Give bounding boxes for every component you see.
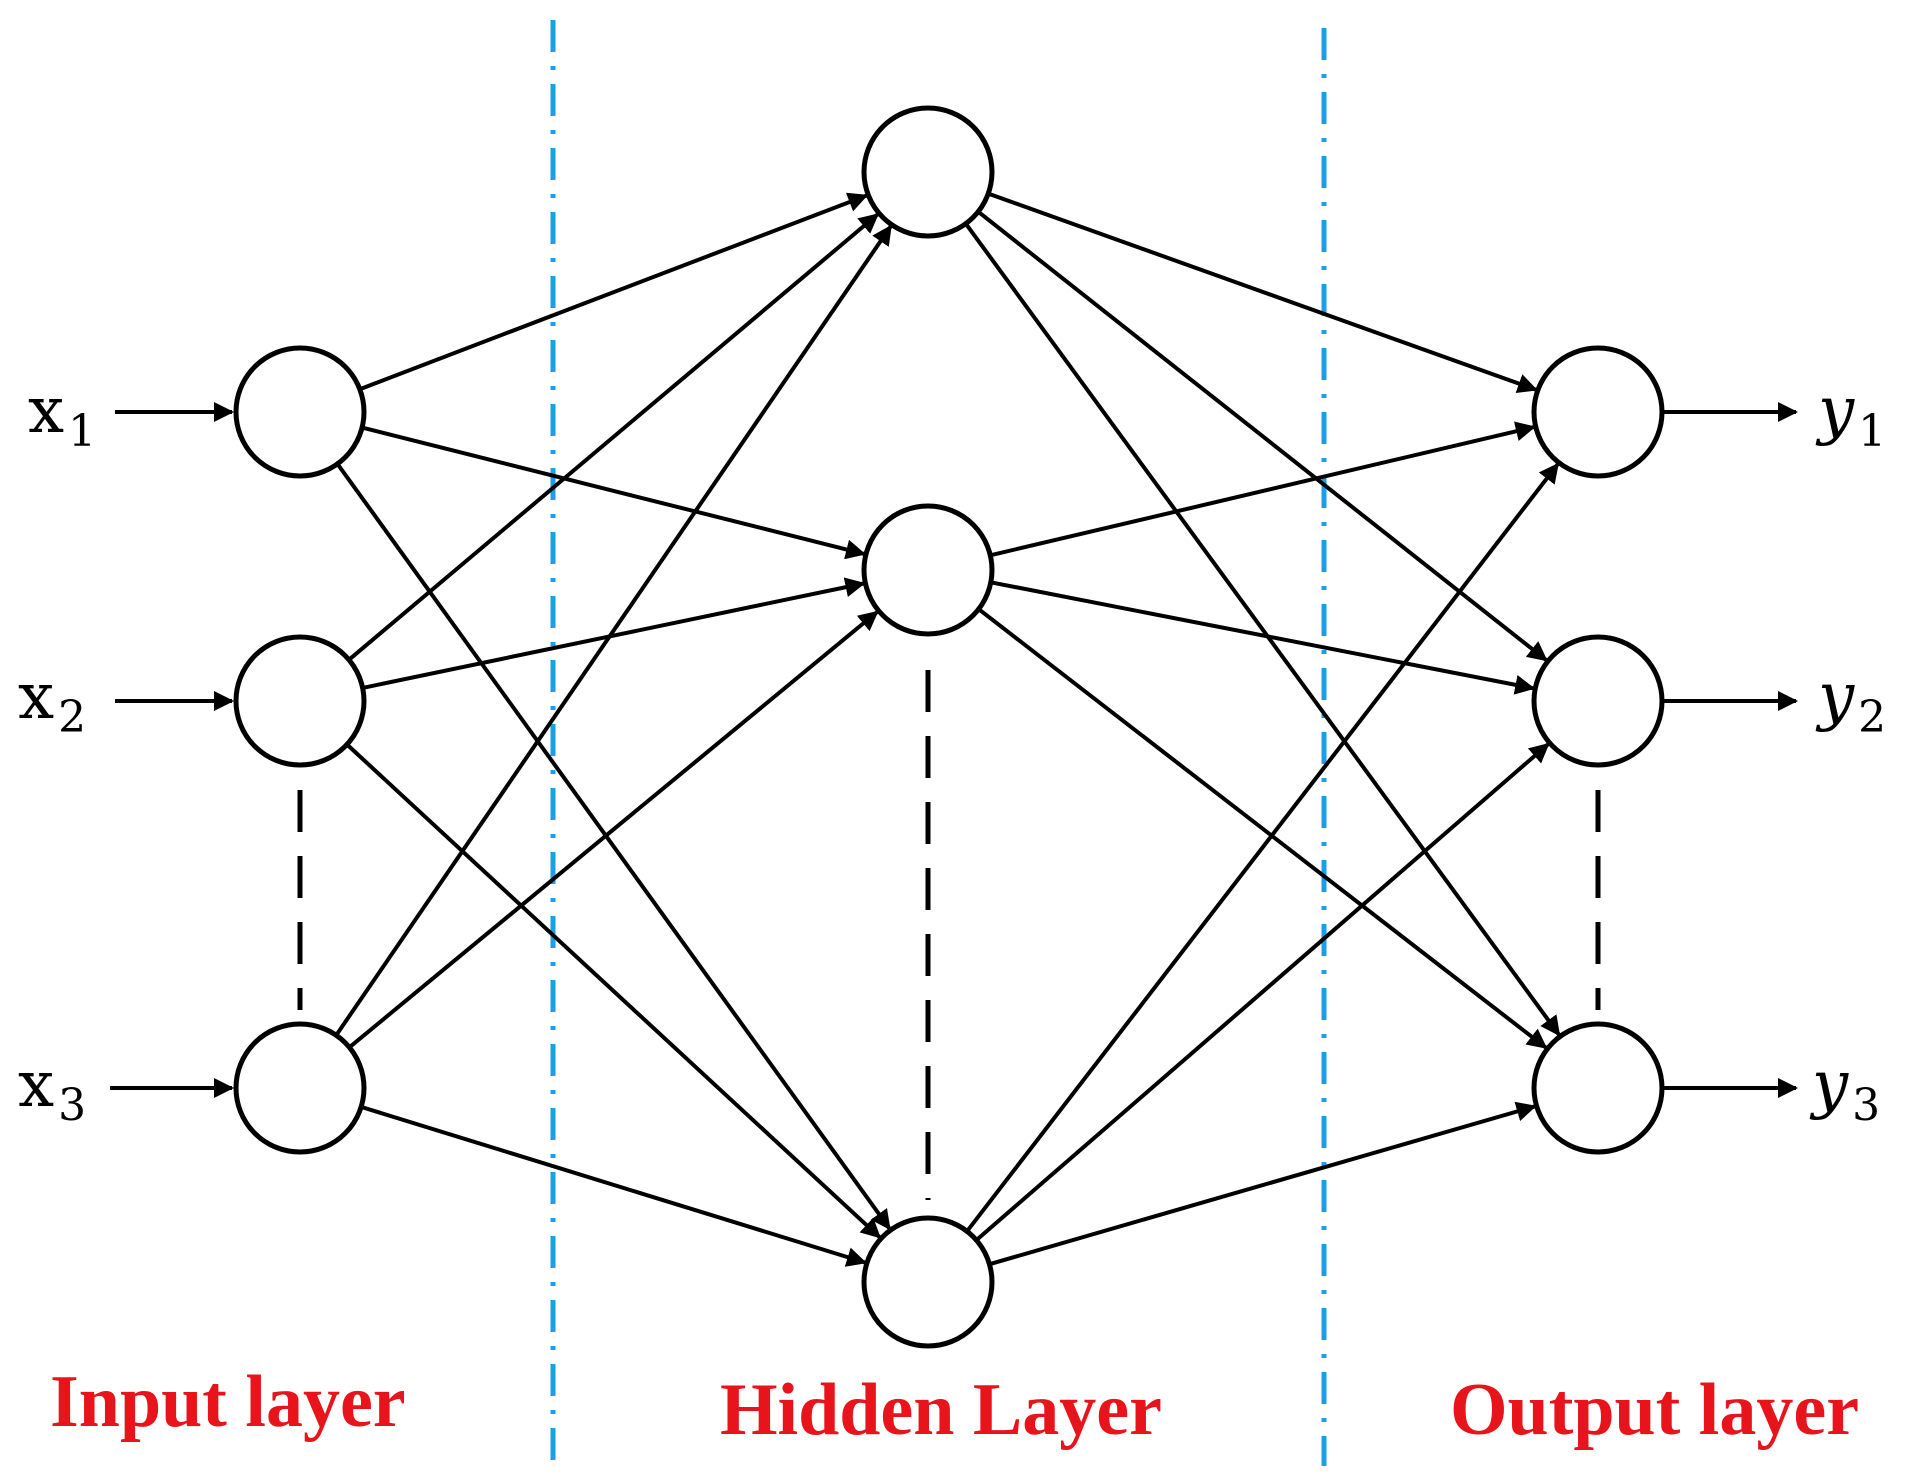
edge-hidden-2-to-output-3: [977, 607, 1548, 1050]
input-layer-title: Input layer: [50, 1361, 406, 1443]
edge-hidden-2-to-output-1: [989, 421, 1536, 558]
input-node-3: [233, 1021, 367, 1155]
edge-hidden-1-to-output-2: [976, 210, 1548, 662]
output-layer-nodes: [1531, 345, 1665, 1155]
edge-hidden-2-to-output-2: [990, 580, 1536, 695]
output-label-3: y3: [1809, 1048, 1880, 1131]
input-label-1: x1: [28, 374, 96, 457]
node-ellipsis-lines: [297, 670, 1601, 1200]
input-label-3: x3: [18, 1048, 86, 1131]
edge-input-2-to-hidden-3: [345, 743, 882, 1239]
connections: [334, 191, 1561, 1267]
output-arrows: [1664, 402, 1798, 1098]
output-node-1: [1531, 345, 1665, 479]
output-labels: y1 y2 y3: [1809, 374, 1886, 1131]
edge-input-2-to-hidden-2: [362, 577, 866, 690]
edge-input-1-to-hidden-2: [361, 425, 866, 560]
hidden-node-3: [861, 1215, 995, 1349]
hidden-layer-nodes: [861, 105, 995, 1349]
edge-input-3-to-hidden-2: [348, 610, 879, 1049]
layer-dividers: [550, 20, 1327, 1466]
hidden-node-1: [861, 105, 995, 239]
hidden-layer-title: Hidden Layer: [720, 1369, 1162, 1451]
edge-hidden-1-to-output-1: [987, 191, 1538, 394]
layer-titles: Input layer Hidden Layer Output layer: [50, 1361, 1859, 1451]
edge-input-2-to-hidden-1: [347, 212, 880, 662]
edge-hidden-3-to-output-1: [965, 462, 1560, 1233]
input-node-1: [233, 345, 367, 479]
output-label-2: y2: [1815, 660, 1886, 743]
edge-hidden-3-to-output-2: [975, 742, 1550, 1242]
input-layer-nodes: [233, 345, 367, 1155]
output-node-2: [1531, 634, 1665, 768]
input-labels: x1 x2 x3: [18, 374, 96, 1131]
input-node-2: [233, 634, 367, 768]
input-label-2: x2: [18, 660, 86, 743]
edge-input-1-to-hidden-3: [335, 462, 892, 1231]
edge-hidden-3-to-output-3: [988, 1101, 1537, 1267]
input-arrows: [110, 402, 234, 1098]
edge-hidden-1-to-output-3: [964, 222, 1561, 1037]
output-node-3: [1531, 1021, 1665, 1155]
edge-input-3-to-hidden-1: [334, 224, 893, 1037]
output-layer-title: Output layer: [1450, 1369, 1859, 1451]
output-label-1: y1: [1815, 374, 1886, 457]
edge-input-1-to-hidden-1: [359, 192, 869, 392]
hidden-node-2: [861, 503, 995, 637]
edge-input-3-to-hidden-3: [360, 1104, 867, 1267]
